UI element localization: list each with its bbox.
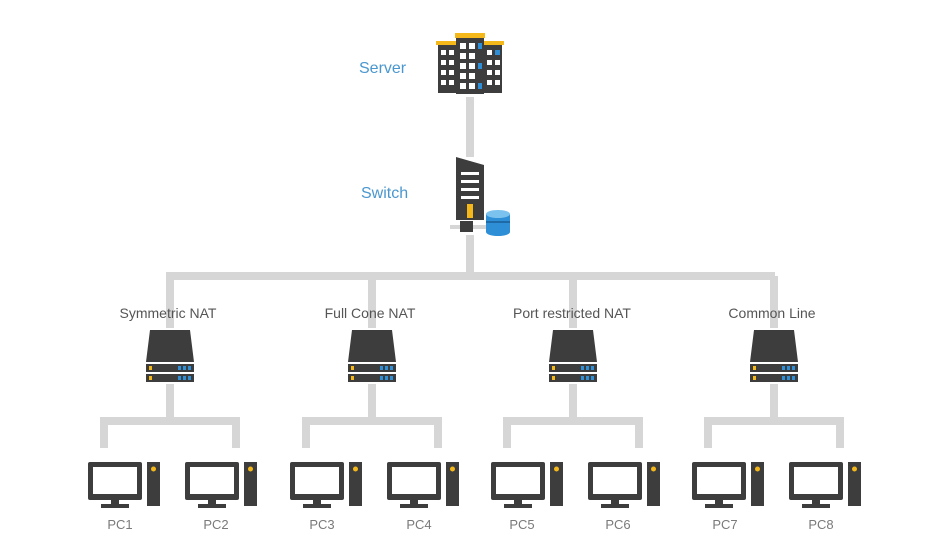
pc-drop-line (635, 421, 643, 448)
nat-drop-line (166, 276, 174, 328)
pc-label: PC2 (203, 517, 229, 532)
nat-branches (88, 276, 861, 508)
nat-device-icon (146, 330, 194, 382)
nat-label-port-restricted: Port restricted NAT (513, 305, 631, 321)
pc-drop-line (232, 421, 240, 448)
desktop-pc-icon (588, 462, 660, 508)
connector-lines (166, 97, 775, 280)
switch-label: Switch (361, 185, 409, 202)
server-label: Server (359, 60, 407, 77)
pc-bus-line (302, 417, 442, 425)
server-switch-link (466, 97, 474, 157)
nat-device-icon (348, 330, 396, 382)
nat-bus-line (166, 272, 775, 280)
nat-device-icon (549, 330, 597, 382)
pc-label: PC3 (309, 517, 335, 532)
pc-bus-line (503, 417, 643, 425)
pc-label: PC5 (509, 517, 535, 532)
switch-tower-icon (450, 157, 510, 236)
pc-label: PC6 (605, 517, 631, 532)
nat-down-line (166, 384, 174, 422)
pc-drop-line (100, 421, 108, 448)
database-icon (486, 210, 510, 236)
nat-label-symmetric: Symmetric NAT (119, 305, 217, 321)
nat-down-line (569, 384, 577, 422)
server-building-icon (436, 33, 504, 94)
nat-device-icon (750, 330, 798, 382)
pc-drop-line (434, 421, 442, 448)
pc-label: PC1 (107, 517, 133, 532)
pc-bus-line (704, 417, 844, 425)
pc-drop-line (704, 421, 712, 448)
switch-trunk-link (466, 235, 474, 277)
pc-bus-line (100, 417, 240, 425)
pc-drop-line (836, 421, 844, 448)
pc-drop-line (302, 421, 310, 448)
desktop-pc-icon (185, 462, 257, 508)
nat-drop-line (770, 276, 778, 328)
desktop-pc-icon (789, 462, 861, 508)
nat-down-line (770, 384, 778, 422)
pc-drop-line (503, 421, 511, 448)
pc-label: PC8 (808, 517, 834, 532)
pc-label: PC7 (712, 517, 738, 532)
nat-label-full-cone: Full Cone NAT (324, 305, 416, 321)
pc-label: PC4 (406, 517, 432, 532)
desktop-pc-icon (491, 462, 563, 508)
desktop-pc-icon (290, 462, 362, 508)
desktop-pc-icon (387, 462, 459, 508)
nat-down-line (368, 384, 376, 422)
nat-label-common-line: Common Line (728, 305, 816, 321)
nat-drop-line (569, 276, 577, 328)
desktop-pc-icon (692, 462, 764, 508)
desktop-pc-icon (88, 462, 160, 508)
nat-drop-line (368, 276, 376, 328)
